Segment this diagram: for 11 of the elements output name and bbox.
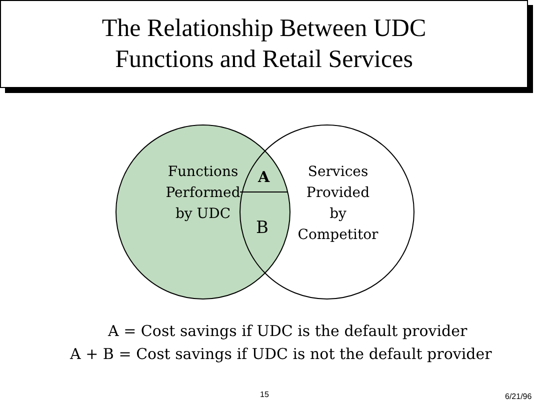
region-letter: A — [258, 168, 270, 186]
key-text: A = Cost savings if UDC is the default provider — [108, 322, 468, 340]
page-number: 15 — [260, 390, 269, 399]
venn-circle — [116, 124, 290, 300]
region-letter: B — [256, 218, 268, 238]
title: The Relationship Between UDC Functions and Retail Services — [100, 14, 428, 75]
key-text: A + B = Cost savings if UDC is not the default provider — [70, 345, 492, 363]
venn-circle — [240, 124, 414, 300]
circle-label: Services Provided by Competitor — [296, 163, 380, 245]
date-text: 6/21/96 — [505, 392, 532, 401]
circle-label: Functions Performed by UDC — [164, 163, 242, 224]
